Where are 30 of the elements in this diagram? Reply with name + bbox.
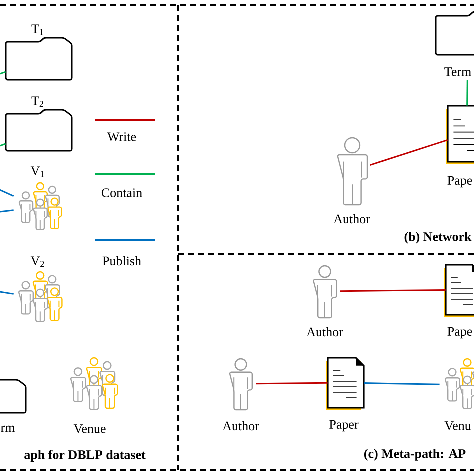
connector-line <box>0 71 6 75</box>
connector-line <box>340 289 446 292</box>
connector-line <box>0 189 14 198</box>
legend-label: Write <box>107 132 136 142</box>
connector-line <box>0 210 14 213</box>
panel-caption: (c) Meta-path: AP <box>364 449 466 461</box>
node-label: T$_{1}$ <box>32 24 44 36</box>
panel-caption: (b) Network <box>404 232 472 244</box>
legend-label: Contain <box>102 188 142 198</box>
node-label: V$_{1}$ <box>30 166 44 178</box>
node-label: rm <box>1 426 16 432</box>
node-label: V$_{2}$ <box>30 256 44 268</box>
node-label: Venue <box>74 424 106 434</box>
connector-line <box>0 143 6 147</box>
connector-line <box>256 382 328 385</box>
connector-line <box>370 140 448 166</box>
node-label: Pape <box>448 176 472 188</box>
connector-line <box>466 80 468 106</box>
node-label: Author <box>222 421 260 431</box>
legend-label: Publish <box>102 256 142 266</box>
node-label: Author <box>334 214 370 224</box>
node-label: Paper <box>330 420 359 432</box>
node-label: Term <box>444 68 472 76</box>
connector-line <box>0 291 14 295</box>
node-label: Author <box>306 327 344 337</box>
node-label: T$_{2}$ <box>32 96 44 108</box>
connector-line <box>364 382 440 386</box>
node-label: Venu <box>444 422 472 430</box>
node-label: Pape <box>448 327 472 339</box>
panel-caption: aph for DBLP dataset <box>24 450 146 462</box>
